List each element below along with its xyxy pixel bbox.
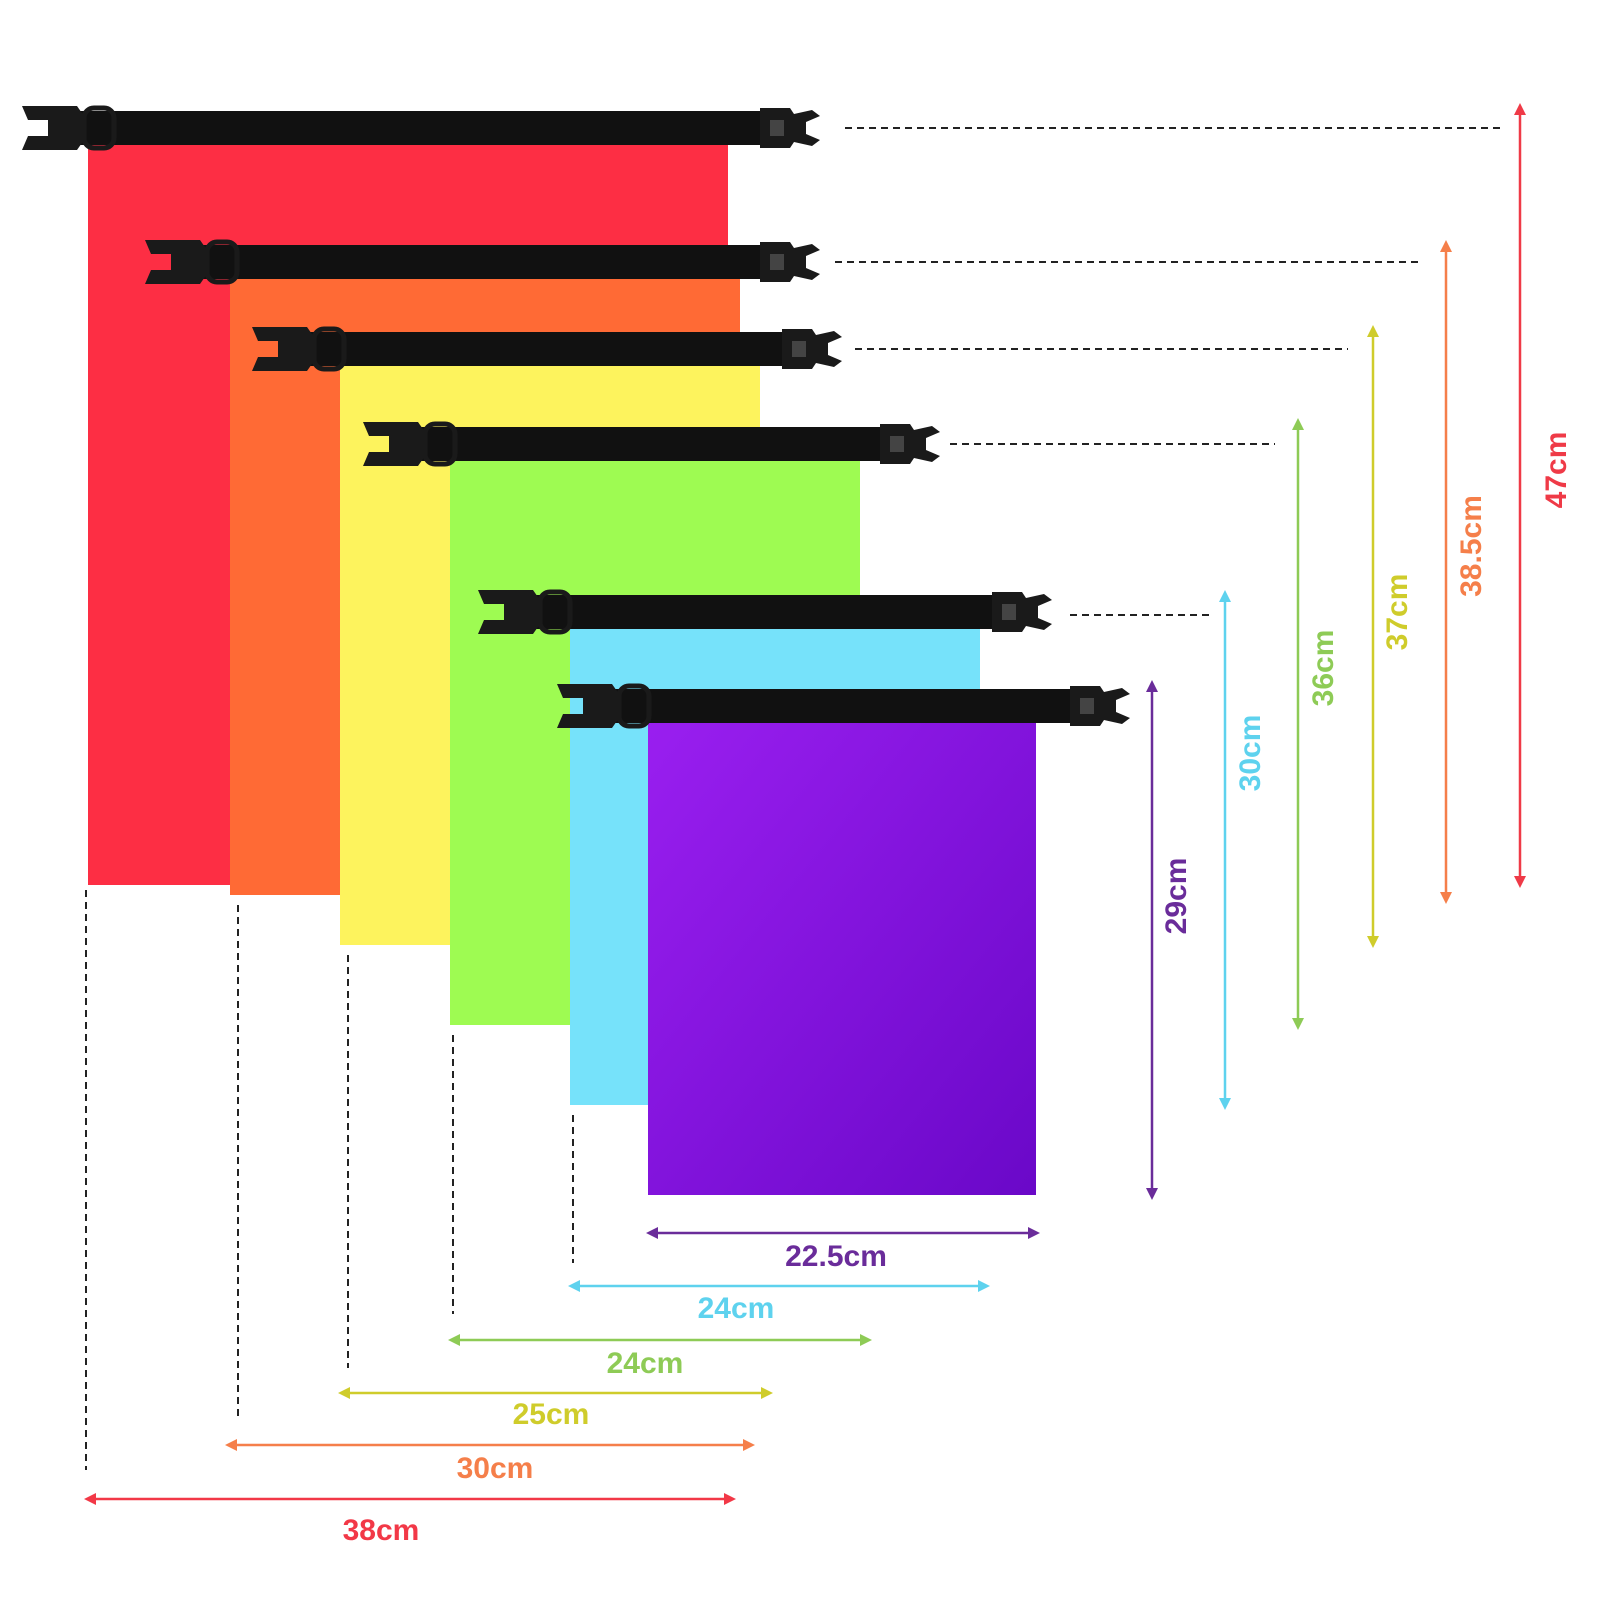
height-label-red: 47cm <box>1540 432 1573 509</box>
buckle-female-icon <box>363 422 425 466</box>
height-label-yellow: 37cm <box>1381 574 1414 651</box>
height-arrow-yellow <box>1367 325 1379 948</box>
arrowhead-left <box>448 1334 460 1346</box>
height-label-cyan: 30cm <box>1234 715 1267 792</box>
width-arrow-green <box>448 1334 872 1346</box>
bag-straps <box>22 105 1130 729</box>
arrowhead-right <box>860 1334 872 1346</box>
arrowhead-down <box>1219 1098 1231 1110</box>
buckle-female-icon <box>478 590 540 634</box>
strap-band <box>597 689 1070 723</box>
arrowhead-down <box>1367 936 1379 948</box>
arrowhead-right <box>978 1280 990 1292</box>
arrowhead-down <box>1514 876 1526 888</box>
width-label-orange: 30cm <box>457 1452 534 1485</box>
width-arrow-orange <box>225 1439 755 1451</box>
buckle-slot <box>792 341 806 357</box>
strap-band <box>518 595 992 629</box>
height-arrow-green <box>1292 418 1304 1030</box>
height-arrow-orange <box>1440 240 1452 904</box>
width-dimensions: 22.5cm 24cm 24cm 25cm 30cm 38cm <box>84 1227 1040 1547</box>
arrowhead-down <box>1440 892 1452 904</box>
arrowhead-up <box>1514 103 1526 115</box>
buckle-female-icon <box>22 106 84 150</box>
arrowhead-down <box>1146 1188 1158 1200</box>
arrowhead-left <box>568 1280 580 1292</box>
arrowhead-up <box>1146 680 1158 692</box>
width-label-cyan: 24cm <box>698 1292 775 1325</box>
buckle-slot <box>770 120 784 136</box>
strap-band <box>292 332 782 366</box>
width-arrow-yellow <box>338 1387 773 1399</box>
height-dimensions: 47cm 38.5cm 37cm 36cm 30cm 29cm <box>1146 103 1573 1200</box>
strap-band <box>403 427 880 461</box>
buckle-female-icon <box>145 240 207 284</box>
buckle-female-icon <box>252 327 314 371</box>
buckle-slot <box>1002 604 1016 620</box>
width-label-green: 24cm <box>607 1347 684 1380</box>
arrowhead-right <box>1028 1227 1040 1239</box>
arrowhead-right <box>724 1493 736 1505</box>
width-arrow-cyan <box>568 1280 990 1292</box>
buckle-ring-icon <box>616 683 652 729</box>
height-label-purple: 29cm <box>1160 858 1193 935</box>
strap-band <box>185 245 760 279</box>
height-arrow-red <box>1514 103 1526 888</box>
buckle-slot <box>770 254 784 270</box>
arrowhead-up <box>1440 240 1452 252</box>
buckle-male-icon <box>782 329 842 369</box>
buckle-ring-icon <box>311 326 347 372</box>
buckle-ring-icon <box>81 105 117 151</box>
arrowhead-up <box>1219 590 1231 602</box>
buckle-female-icon <box>557 684 619 728</box>
buckle-slot <box>890 436 904 452</box>
buckle-ring-icon <box>422 421 458 467</box>
width-label-red: 38cm <box>343 1514 420 1547</box>
buckle-male-icon <box>760 242 820 282</box>
arrowhead-up <box>1367 325 1379 337</box>
arrowhead-left <box>84 1493 96 1505</box>
strap-yellow <box>252 326 842 372</box>
buckle-male-icon <box>1070 686 1130 726</box>
arrowhead-down <box>1292 1018 1304 1030</box>
height-arrow-purple <box>1146 680 1158 1200</box>
arrowhead-left <box>225 1439 237 1451</box>
buckle-slot <box>1080 698 1094 714</box>
width-arrow-purple <box>646 1227 1040 1239</box>
width-arrow-red <box>84 1493 736 1505</box>
strap-band <box>62 111 760 145</box>
left-guide-lines <box>85 890 574 1470</box>
buckle-male-icon <box>880 424 940 464</box>
strap-purple <box>557 683 1130 729</box>
buckle-male-icon <box>992 592 1052 632</box>
buckle-male-icon <box>760 108 820 148</box>
arrowhead-right <box>761 1387 773 1399</box>
arrowhead-right <box>743 1439 755 1451</box>
height-label-green: 36cm <box>1307 630 1340 707</box>
height-label-orange: 38.5cm <box>1455 495 1488 597</box>
bag-purple <box>648 715 1036 1195</box>
buckle-ring-icon <box>204 239 240 285</box>
strap-green <box>363 421 940 467</box>
bag-purple-body <box>648 715 1036 1195</box>
top-guide-lines <box>835 127 1500 616</box>
arrowhead-left <box>338 1387 350 1399</box>
arrowhead-up <box>1292 418 1304 430</box>
width-label-yellow: 25cm <box>513 1398 590 1431</box>
height-arrow-cyan <box>1219 590 1231 1110</box>
strap-red <box>22 105 820 151</box>
width-label-purple: 22.5cm <box>785 1240 887 1273</box>
strap-cyan <box>478 589 1052 635</box>
strap-orange <box>145 239 820 285</box>
arrowhead-left <box>646 1227 658 1239</box>
buckle-ring-icon <box>537 589 573 635</box>
